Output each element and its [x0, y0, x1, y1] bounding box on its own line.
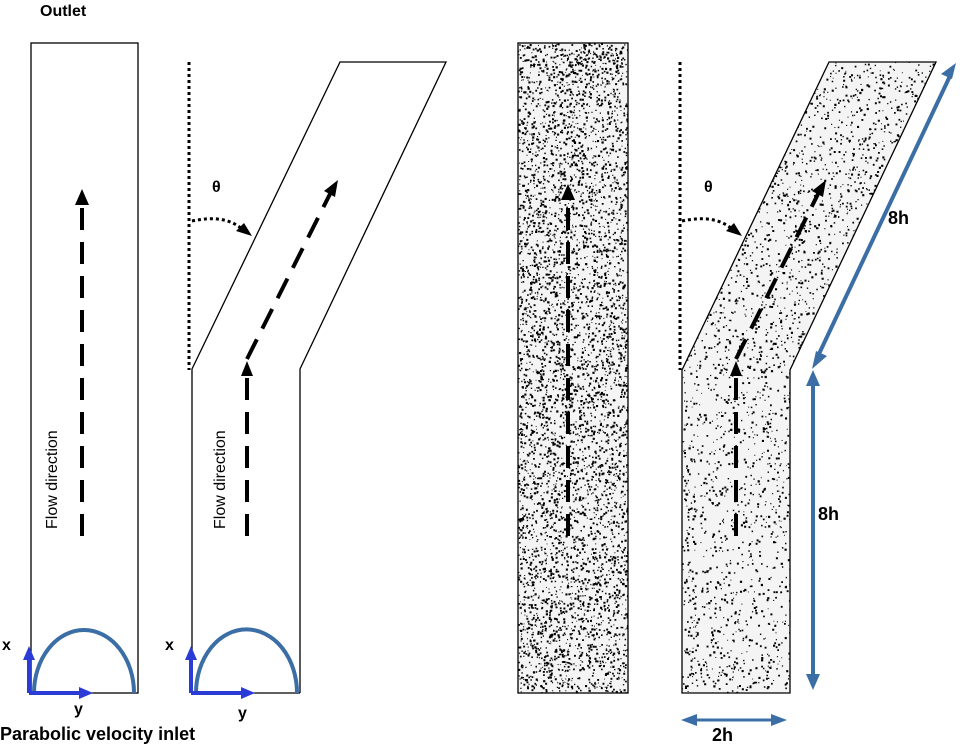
dimension-lower-arrowhead-bottom [806, 674, 820, 690]
dimension-upper-length [816, 75, 952, 357]
flow-arrow-upper-shaft-2 [734, 191, 821, 360]
dimension-upper-arrowhead-bottom [812, 351, 827, 369]
flow-arrow-lower-head [241, 361, 253, 376]
bent-particle-fill [682, 62, 936, 693]
length-lower-label: 8h [818, 504, 839, 524]
flow-arrow-head-particles [561, 184, 575, 200]
axis-y-label: y [74, 701, 83, 718]
coordinate-axes-bent [185, 646, 255, 699]
parabolic-velocity-profile [32, 628, 136, 694]
particle-channel-outline [517, 42, 629, 694]
theta-angle-arrow [191, 217, 243, 231]
bent-channel-outline [191, 61, 448, 693]
theta-label-2: θ [704, 179, 713, 196]
inlet-label: Parabolic velocity inlet [0, 724, 195, 744]
theta-label: θ [212, 179, 221, 196]
flow-arrow-lower-head-2 [730, 361, 742, 376]
bent-particle-outline [681, 61, 938, 694]
outlet-label: Outlet [40, 3, 87, 20]
flow-arrow-upper-shaft [245, 191, 333, 360]
axis-y-label-bent: y [238, 705, 247, 722]
parabolic-velocity-profile-bent [194, 627, 299, 694]
panel-bent-channel: θ Flow direction x y [165, 61, 448, 722]
coordinate-axes [23, 646, 93, 699]
dimension-upper-arrowhead-top [941, 63, 956, 79]
particle-dots [518, 43, 628, 693]
panel-straight-particles [517, 42, 629, 694]
flow-arrow-upper-head [324, 180, 338, 197]
dimension-width-arrowhead-right [771, 714, 787, 726]
theta-arrow-head [236, 223, 252, 236]
flow-direction-label-bent: Flow direction [212, 430, 229, 529]
flow-arrow-upper-head-2 [812, 180, 826, 197]
dimension-width-arrowhead-left [681, 714, 697, 726]
panel-straight-channel: Flow direction x y Outlet Parabolic velo… [0, 3, 195, 744]
dimension-lower-arrowhead-top [806, 370, 820, 386]
theta-arrow-head-2 [726, 223, 742, 236]
length-upper-label: 8h [888, 208, 909, 228]
axis-x-label: x [2, 637, 11, 654]
straight-channel-outline [30, 42, 139, 694]
width-label: 2h [712, 725, 733, 744]
flow-direction-label: Flow direction [44, 430, 61, 529]
axis-x-label-bent: x [165, 637, 174, 654]
panel-bent-particles: θ 8h 8h 2h [678, 61, 956, 744]
particle-field [518, 43, 628, 693]
theta-angle-arrow-2 [681, 217, 733, 231]
flow-arrow-head [75, 189, 89, 205]
